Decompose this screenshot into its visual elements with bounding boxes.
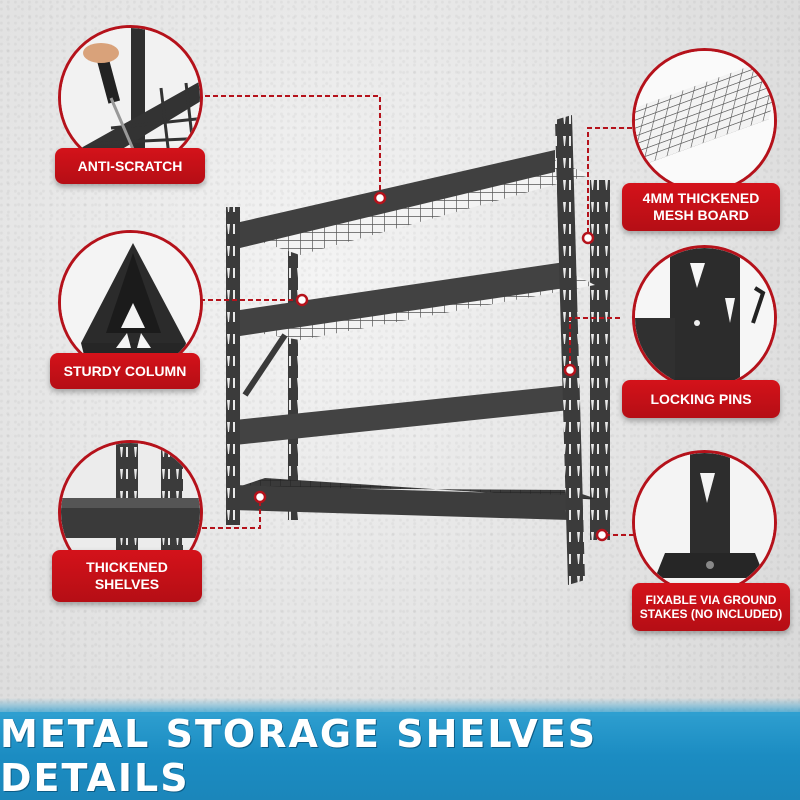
thickened-shelves-label-line1: THICKENED	[86, 559, 168, 576]
ground-stakes-label-line1: FIXABLE VIA GROUND	[645, 592, 777, 607]
anchor-dot-sturdy-column	[295, 293, 309, 307]
locking-pins-label: LOCKING PINS	[622, 380, 780, 418]
locking-pins-detail-image	[632, 245, 777, 390]
ground-stakes-detail-image	[632, 450, 777, 595]
locking-pins-label-text: LOCKING PINS	[650, 390, 752, 407]
anti-scratch-label: ANTI-SCRATCH	[55, 148, 205, 184]
anchor-dot-mesh-board	[581, 231, 595, 245]
thickened-shelves-label: THICKENED SHELVES	[52, 550, 202, 602]
anti-scratch-detail-image	[58, 25, 203, 170]
mesh-board-detail-image	[632, 48, 777, 193]
sturdy-column-label-text: STURDY COLUMN	[63, 362, 187, 379]
rear-left-upright	[288, 250, 298, 520]
anchor-dot-thickened-shelves	[253, 490, 267, 504]
anchor-dot-ground-stakes	[595, 528, 609, 542]
title-banner: METAL STORAGE SHELVES DETAILS	[0, 698, 800, 800]
mesh-board-label-line1: 4MM THICKENED	[642, 190, 760, 207]
ground-stakes-label-line2: STAKES (NO INCLUDED)	[639, 607, 783, 621]
mesh-board-label-line2: MESH BOARD	[653, 207, 749, 223]
mesh-board-label: 4MM THICKENED MESH BOARD	[622, 183, 780, 231]
ground-stakes-label: FIXABLE VIA GROUND STAKES (NO INCLUDED)	[632, 583, 790, 631]
front-left-upright	[226, 207, 240, 525]
rear-right-upright	[590, 180, 610, 540]
anchor-dot-anti-scratch	[373, 191, 387, 205]
anchor-dot-locking-pins	[563, 363, 577, 377]
banner-title: METAL STORAGE SHELVES DETAILS	[0, 712, 598, 800]
thickened-shelves-label-line2: SHELVES	[94, 576, 160, 592]
anti-scratch-label-text: ANTI-SCRATCH	[77, 157, 183, 174]
sturdy-column-label: STURDY COLUMN	[50, 353, 200, 389]
